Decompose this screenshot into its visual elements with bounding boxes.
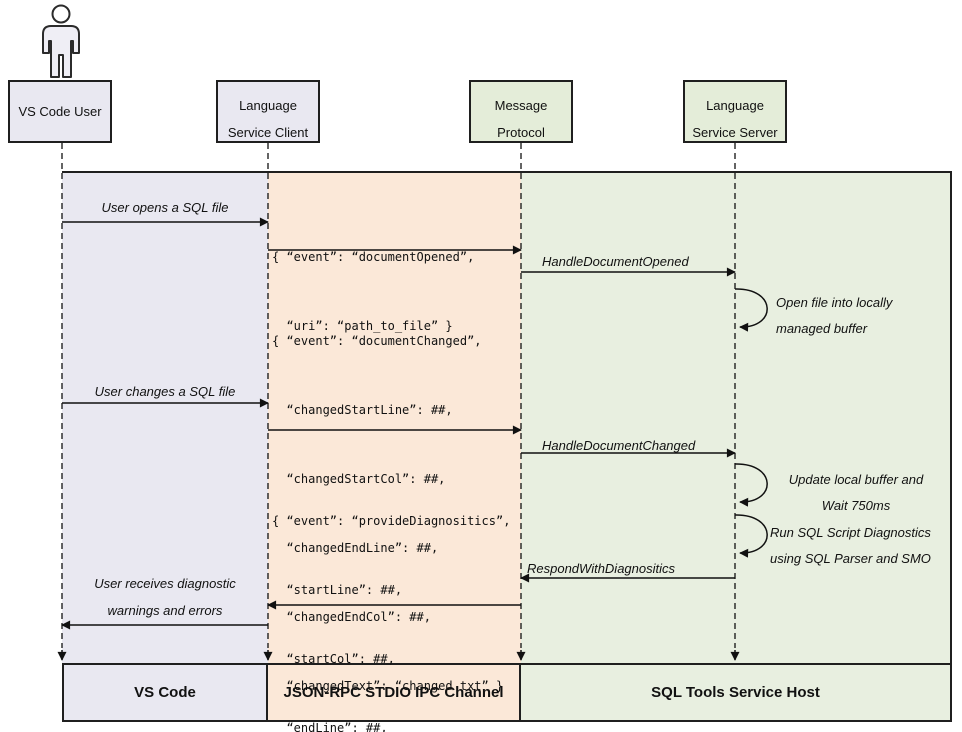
footer-box-vscode: VS Code	[62, 663, 268, 722]
code-block-document-changed: { “event”: “documentChanged”, “changedSt…	[272, 284, 503, 732]
code-line: “endLine”: ##,	[272, 721, 388, 732]
code-line: “startCol”: ##,	[272, 652, 395, 666]
lane-vscode	[62, 173, 268, 663]
note-line: using SQL Parser and SMO	[770, 551, 931, 566]
code-line: “startLine”: ##,	[272, 583, 403, 597]
message-label-handle-document-opened: HandleDocumentOpened	[542, 254, 689, 269]
note-line: Update local buffer and	[788, 472, 924, 487]
code-line: “changedStartCol”: ##,	[272, 472, 446, 486]
code-line: { “event”: “documentChanged”,	[272, 334, 482, 348]
message-label-user-opens-file: User opens a SQL file	[101, 200, 229, 215]
header-box-vscode-user: VS Code User	[8, 80, 112, 143]
note-open-buffer: Open file into locally managed buffer	[776, 290, 892, 342]
footer-label: VS Code	[134, 684, 196, 701]
code-line: “uri”: “path_to_file” }	[272, 319, 453, 333]
person-icon	[42, 4, 80, 78]
note-line: Run SQL Script Diagnostics	[770, 525, 931, 540]
footer-label: SQL Tools Service Host	[651, 684, 820, 701]
note-line: Wait 750ms	[821, 498, 891, 513]
lane-service-host	[521, 173, 950, 663]
actor-label: VS Code User	[18, 104, 102, 119]
code-line: { “event”: “documentOpened”,	[272, 250, 475, 264]
lane-ipc-channel	[268, 173, 521, 663]
label-line: warnings and errors	[107, 603, 223, 618]
code-block-document-opened: { “event”: “documentOpened”, “uri”: “pat…	[272, 200, 474, 384]
footer-box-service-host: SQL Tools Service Host	[519, 663, 952, 722]
code-line: “changedEndLine”: ##,	[272, 541, 439, 555]
actor-label-line: Service Server	[692, 125, 778, 140]
code-block-provide-diagnostics: { “event”: “provideDiagnositics”, “start…	[272, 464, 510, 732]
actor-label-line: Protocol	[497, 125, 545, 140]
note-line: managed buffer	[776, 321, 868, 336]
message-label-user-receives-diagnostics: User receives diagnostic warnings and er…	[62, 570, 268, 624]
message-label-handle-document-changed: HandleDocumentChanged	[542, 438, 696, 453]
header-box-message-protocol: Message Protocol	[469, 80, 573, 143]
code-line: “changedEndCol”: ##,	[272, 610, 431, 624]
footer-box-ipc-channel: JSON-RPC STDIO IPC Channel	[266, 663, 521, 722]
actor-label-line: Service Client	[227, 125, 309, 140]
note-run-diagnostics: Run SQL Script Diagnostics using SQL Par…	[770, 520, 931, 572]
message-label-user-changes-file: User changes a SQL file	[94, 384, 236, 399]
header-box-language-service-client: Language Service Client	[216, 80, 320, 143]
code-line: “changedText”: “changed txt” }	[272, 679, 504, 693]
code-line: “changedStartLine”: ##,	[272, 403, 453, 417]
actor-label-line: Language	[239, 98, 297, 113]
message-label-respond-with-diagnostics: RespondWithDiagnositics	[527, 561, 676, 576]
actor-label-line: Language	[706, 98, 764, 113]
actor-label-line: Message	[494, 98, 548, 113]
footer-label: JSON-RPC STDIO IPC Channel	[283, 684, 504, 701]
header-box-language-service-server: Language Service Server	[683, 80, 787, 143]
code-line: { “event”: “provideDiagnositics”,	[272, 514, 511, 528]
note-line: Open file into locally	[776, 295, 893, 310]
label-line: User receives diagnostic	[94, 576, 236, 591]
note-update-buffer: Update local buffer and Wait 750ms	[766, 467, 946, 519]
